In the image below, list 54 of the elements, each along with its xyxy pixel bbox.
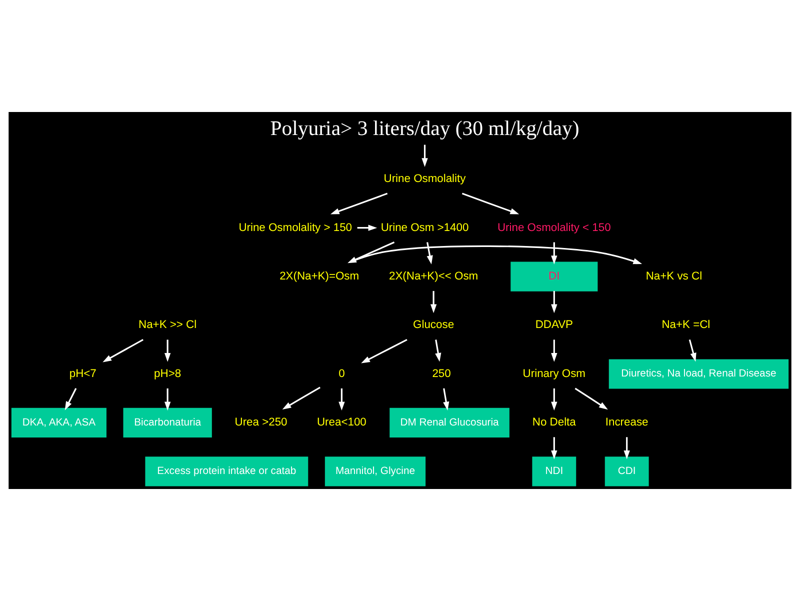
node-box: DM Renal Glucosuria	[390, 407, 510, 437]
arrow	[462, 192, 520, 214]
node-box: Diuretics, Na load, Renal Disease	[608, 358, 789, 388]
node-text: 0	[338, 367, 345, 380]
node-box: Bicarbonaturia	[123, 407, 212, 437]
node-text: Increase	[605, 416, 648, 428]
arrow	[435, 339, 442, 362]
node-box: DI	[510, 261, 598, 291]
node-text: pH>8	[154, 367, 182, 380]
node-text: 2X(Na+K)=Osm	[280, 270, 360, 282]
arrow	[551, 242, 558, 264]
arrow	[422, 144, 428, 166]
arrow	[338, 388, 345, 410]
arrow	[357, 224, 378, 230]
node-box: NDI	[532, 456, 576, 486]
node-text: Na+K =Cl	[662, 318, 710, 331]
node-text: 250	[432, 367, 451, 380]
arrow	[330, 192, 388, 214]
node-text: Urinary Osm	[522, 367, 586, 380]
arrow	[361, 338, 408, 363]
arrow	[350, 244, 642, 264]
arrow	[164, 388, 171, 410]
node-box: Excess protein intake or catab	[145, 456, 308, 486]
node-text: Na+K >> Cl	[138, 318, 197, 331]
node-box: CDI	[604, 456, 649, 486]
arrow	[64, 388, 77, 410]
arrow	[102, 338, 144, 362]
node-text: Urine Osmolality > 150	[238, 221, 352, 234]
node-text: Na+K vs Cl	[646, 270, 702, 282]
node-text: Urea >250	[234, 416, 288, 428]
node-box: Mannitol, Glycine	[324, 456, 426, 486]
arrow	[282, 386, 320, 409]
arrow	[164, 339, 171, 362]
node-text: DDAVP	[535, 318, 573, 331]
arrow	[688, 338, 696, 362]
arrow	[430, 290, 437, 313]
arrow	[426, 242, 433, 264]
arrow	[443, 388, 450, 410]
arrow	[551, 388, 558, 410]
node-text: Polyuria> 3 liters/day (30 ml/kg/day)	[270, 118, 580, 140]
arrow	[551, 436, 558, 459]
node-text: Urine Osmolality	[384, 172, 466, 185]
node-box: DKA, AKA, ASA	[11, 407, 106, 437]
arrow	[551, 290, 558, 313]
node-text: Glucose	[413, 318, 454, 331]
arrow	[574, 387, 608, 410]
arrow	[624, 436, 630, 459]
node-text: No Delta	[532, 416, 576, 428]
node-text: Urea<100	[316, 416, 366, 428]
node-text: pH<7	[69, 367, 96, 380]
node-text: Urine Osm >1400	[380, 221, 469, 234]
node-text: 2X(Na+K)<< Osm	[388, 270, 478, 282]
arrow	[551, 339, 558, 362]
node-text: Urine Osmolality < 150	[497, 221, 611, 234]
